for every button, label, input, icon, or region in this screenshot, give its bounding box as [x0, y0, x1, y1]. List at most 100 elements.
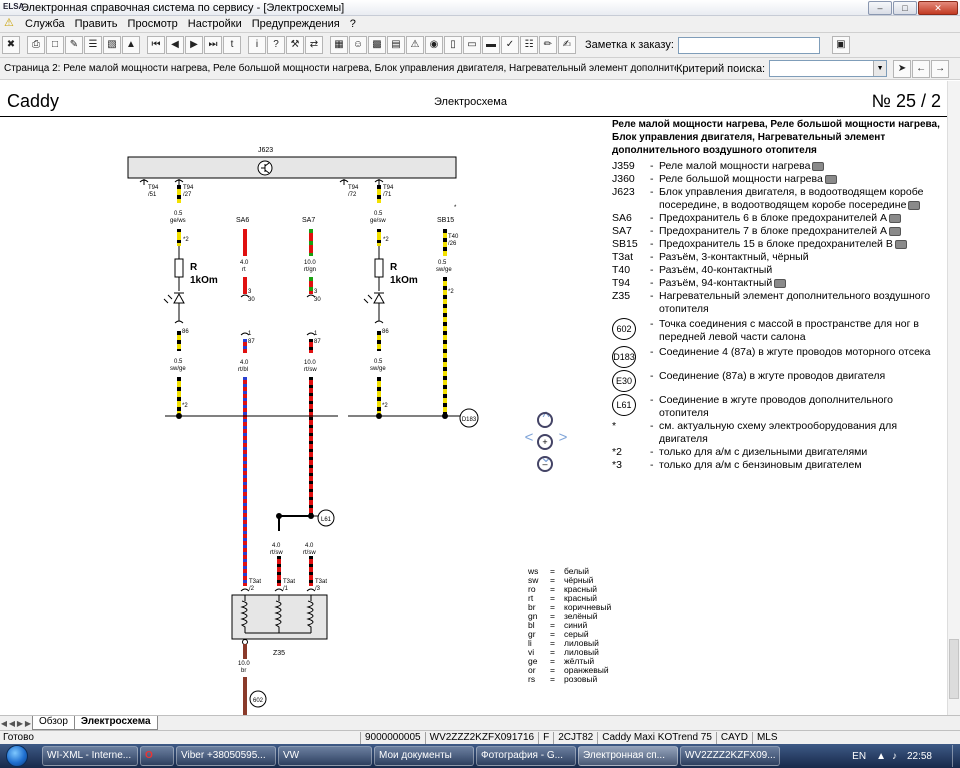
svg-text:SA7: SA7 — [302, 217, 315, 224]
maximize-button[interactable]: □ — [893, 1, 917, 15]
camera-icon[interactable] — [908, 200, 921, 210]
taskbar: WI-XML - Interne... O Viber +38050595...… — [0, 744, 960, 768]
task-pdf[interactable]: WV2ZZZ2KZFX09... — [680, 746, 780, 766]
svg-text:86: 86 — [382, 329, 389, 335]
camera-icon[interactable] — [812, 161, 825, 171]
menu-warnings[interactable]: Предупреждения — [251, 18, 340, 30]
prev-page-icon[interactable]: ◀ — [166, 36, 184, 54]
tab-prev-icon[interactable]: ◀ — [8, 718, 16, 728]
puzzle-icon[interactable]: ▩ — [368, 36, 386, 54]
tools-icon[interactable]: ⚒ — [286, 36, 304, 54]
close-button[interactable]: ✕ — [918, 1, 958, 15]
legend-code: * — [612, 420, 617, 432]
users-icon[interactable]: ☺ — [349, 36, 367, 54]
order-note-input[interactable] — [677, 36, 820, 54]
task-elsa[interactable]: Электронная сп... — [578, 746, 678, 766]
task-chrome-photo[interactable]: Фотография - G... — [476, 746, 576, 766]
menu-edit[interactable]: Править — [74, 18, 118, 30]
legend-desc-text: Разъём, 94-контактный — [659, 277, 773, 289]
zoom-out-icon[interactable]: – — [537, 456, 553, 472]
car-icon[interactable]: ▲ — [122, 36, 140, 54]
pan-left-icon[interactable]: < — [524, 429, 534, 446]
task-viber[interactable]: Viber +38050595... — [176, 746, 276, 766]
status-bar: Готово 9000000005 WV2ZZZ2KZFX091716 F 2C… — [0, 730, 960, 744]
window-titlebar[interactable]: ELSA Электронная справочная система по с… — [0, 0, 960, 16]
help-icon[interactable]: ? — [267, 36, 285, 54]
task-my-documents[interactable]: Мои документы — [374, 746, 474, 766]
basket-icon[interactable]: ▯ — [444, 36, 462, 54]
task-opera[interactable]: O — [140, 746, 174, 766]
color-code: or — [528, 665, 536, 675]
info-icon[interactable]: i — [248, 36, 266, 54]
show-desktop-button[interactable] — [952, 745, 960, 767]
edit-document-icon[interactable]: ✎ — [65, 36, 83, 54]
schematic-legend: Реле малой мощности нагрева, Реле большо… — [612, 118, 942, 472]
camera-icon[interactable] — [824, 174, 837, 184]
legend-note: *3-только для а/м с бензиновым двигателе… — [612, 459, 942, 472]
globe-icon[interactable]: ◉ — [425, 36, 443, 54]
menu-help[interactable]: ? — [349, 18, 356, 30]
camera-icon[interactable] — [889, 213, 901, 223]
tab-overview[interactable]: Обзор — [32, 716, 75, 730]
search-criteria-select[interactable]: ▼ — [769, 60, 888, 77]
tab-last-icon[interactable]: ▶ — [24, 718, 32, 728]
color-eq: = — [550, 647, 555, 657]
legend-desc: Предохранитель 7 в блоке предохранителей… — [659, 225, 942, 238]
legend-connector: D183-Соединение 4 (87а) в жгуте проводов… — [612, 346, 942, 368]
tab-next-icon[interactable]: ▶ — [16, 718, 24, 728]
menu-service[interactable]: Служба — [25, 18, 65, 30]
new-document-icon[interactable]: □ — [46, 36, 64, 54]
task-folder-vw[interactable]: VW — [278, 746, 372, 766]
checklist-icon[interactable]: ✓ — [501, 36, 519, 54]
language-indicator[interactable]: EN — [852, 750, 867, 762]
goto-icon[interactable]: t — [223, 36, 241, 54]
menu-settings[interactable]: Настройки — [187, 18, 242, 30]
next-page-icon[interactable]: ▶ — [185, 36, 203, 54]
svg-text:sw/ge: sw/ge — [370, 366, 386, 372]
calendar-icon[interactable]: ☷ — [520, 36, 538, 54]
note-edit-icon[interactable]: ▣ — [831, 36, 850, 54]
volume-icon[interactable]: ♪ — [891, 750, 897, 762]
vertical-scrollbar[interactable] — [947, 81, 960, 715]
camera-icon[interactable] — [894, 239, 907, 249]
tab-schematic[interactable]: Электросхема — [73, 716, 158, 730]
scrollbar-thumb[interactable] — [949, 639, 959, 699]
last-page-icon[interactable]: ⏭ — [204, 36, 222, 54]
exit-icon[interactable]: ✖ — [2, 36, 20, 54]
toolbar: ✖ ⎙ □ ✎ ☰ ▧ ▲ ⏮ ◀ ▶ ⏭ t i ? ⚒ ⇄ ▦ ☺ ▩ ▤ … — [0, 32, 960, 58]
tray-arrow-icon[interactable]: ▲ — [876, 750, 886, 762]
search-next-icon[interactable]: → — [931, 59, 950, 78]
connector-circle: 602 — [612, 318, 636, 340]
tab-first-icon[interactable]: ◀ — [0, 718, 8, 728]
svg-text:ge/ws: ge/ws — [170, 218, 186, 224]
pencil-icon[interactable]: ✏ — [539, 36, 557, 54]
chevron-down-icon[interactable]: ▼ — [873, 61, 887, 76]
start-button[interactable] — [0, 744, 34, 768]
color-name: зелёный — [564, 611, 598, 621]
switch-icon[interactable]: ⇄ — [305, 36, 323, 54]
first-page-icon[interactable]: ⏮ — [147, 36, 165, 54]
minimize-button[interactable]: – — [868, 1, 892, 15]
camera-icon[interactable] — [889, 226, 901, 236]
legend-item: T3at-Разъём, 3-контактный, чёрный — [612, 251, 942, 264]
book-icon[interactable]: ▭ — [463, 36, 481, 54]
document-icon[interactable]: ▤ — [387, 36, 405, 54]
zoom-fit-icon[interactable] — [537, 412, 553, 428]
vehicle-icon[interactable]: ▬ — [482, 36, 500, 54]
list-icon[interactable]: ☰ — [84, 36, 102, 54]
print-icon[interactable]: ⎙ — [27, 36, 45, 54]
svg-text:rt: rt — [242, 267, 246, 273]
zoom-in-icon[interactable]: + — [537, 434, 553, 450]
alert-icon[interactable]: ⚠ — [406, 36, 424, 54]
save-icon[interactable]: ▧ — [103, 36, 121, 54]
clock[interactable]: 22:58 — [906, 750, 932, 762]
camera-icon[interactable] — [774, 278, 787, 288]
search-back-icon[interactable]: ← — [912, 59, 931, 78]
pan-right-icon[interactable]: > — [558, 429, 568, 446]
color-row: rs=розовый — [528, 675, 611, 684]
note-icon[interactable]: ✍ — [558, 36, 576, 54]
search-forward-icon[interactable]: ➤ — [893, 59, 912, 78]
task-ie[interactable]: WI-XML - Interne... — [42, 746, 138, 766]
grid-icon[interactable]: ▦ — [330, 36, 348, 54]
menu-view[interactable]: Просмотр — [127, 18, 178, 30]
